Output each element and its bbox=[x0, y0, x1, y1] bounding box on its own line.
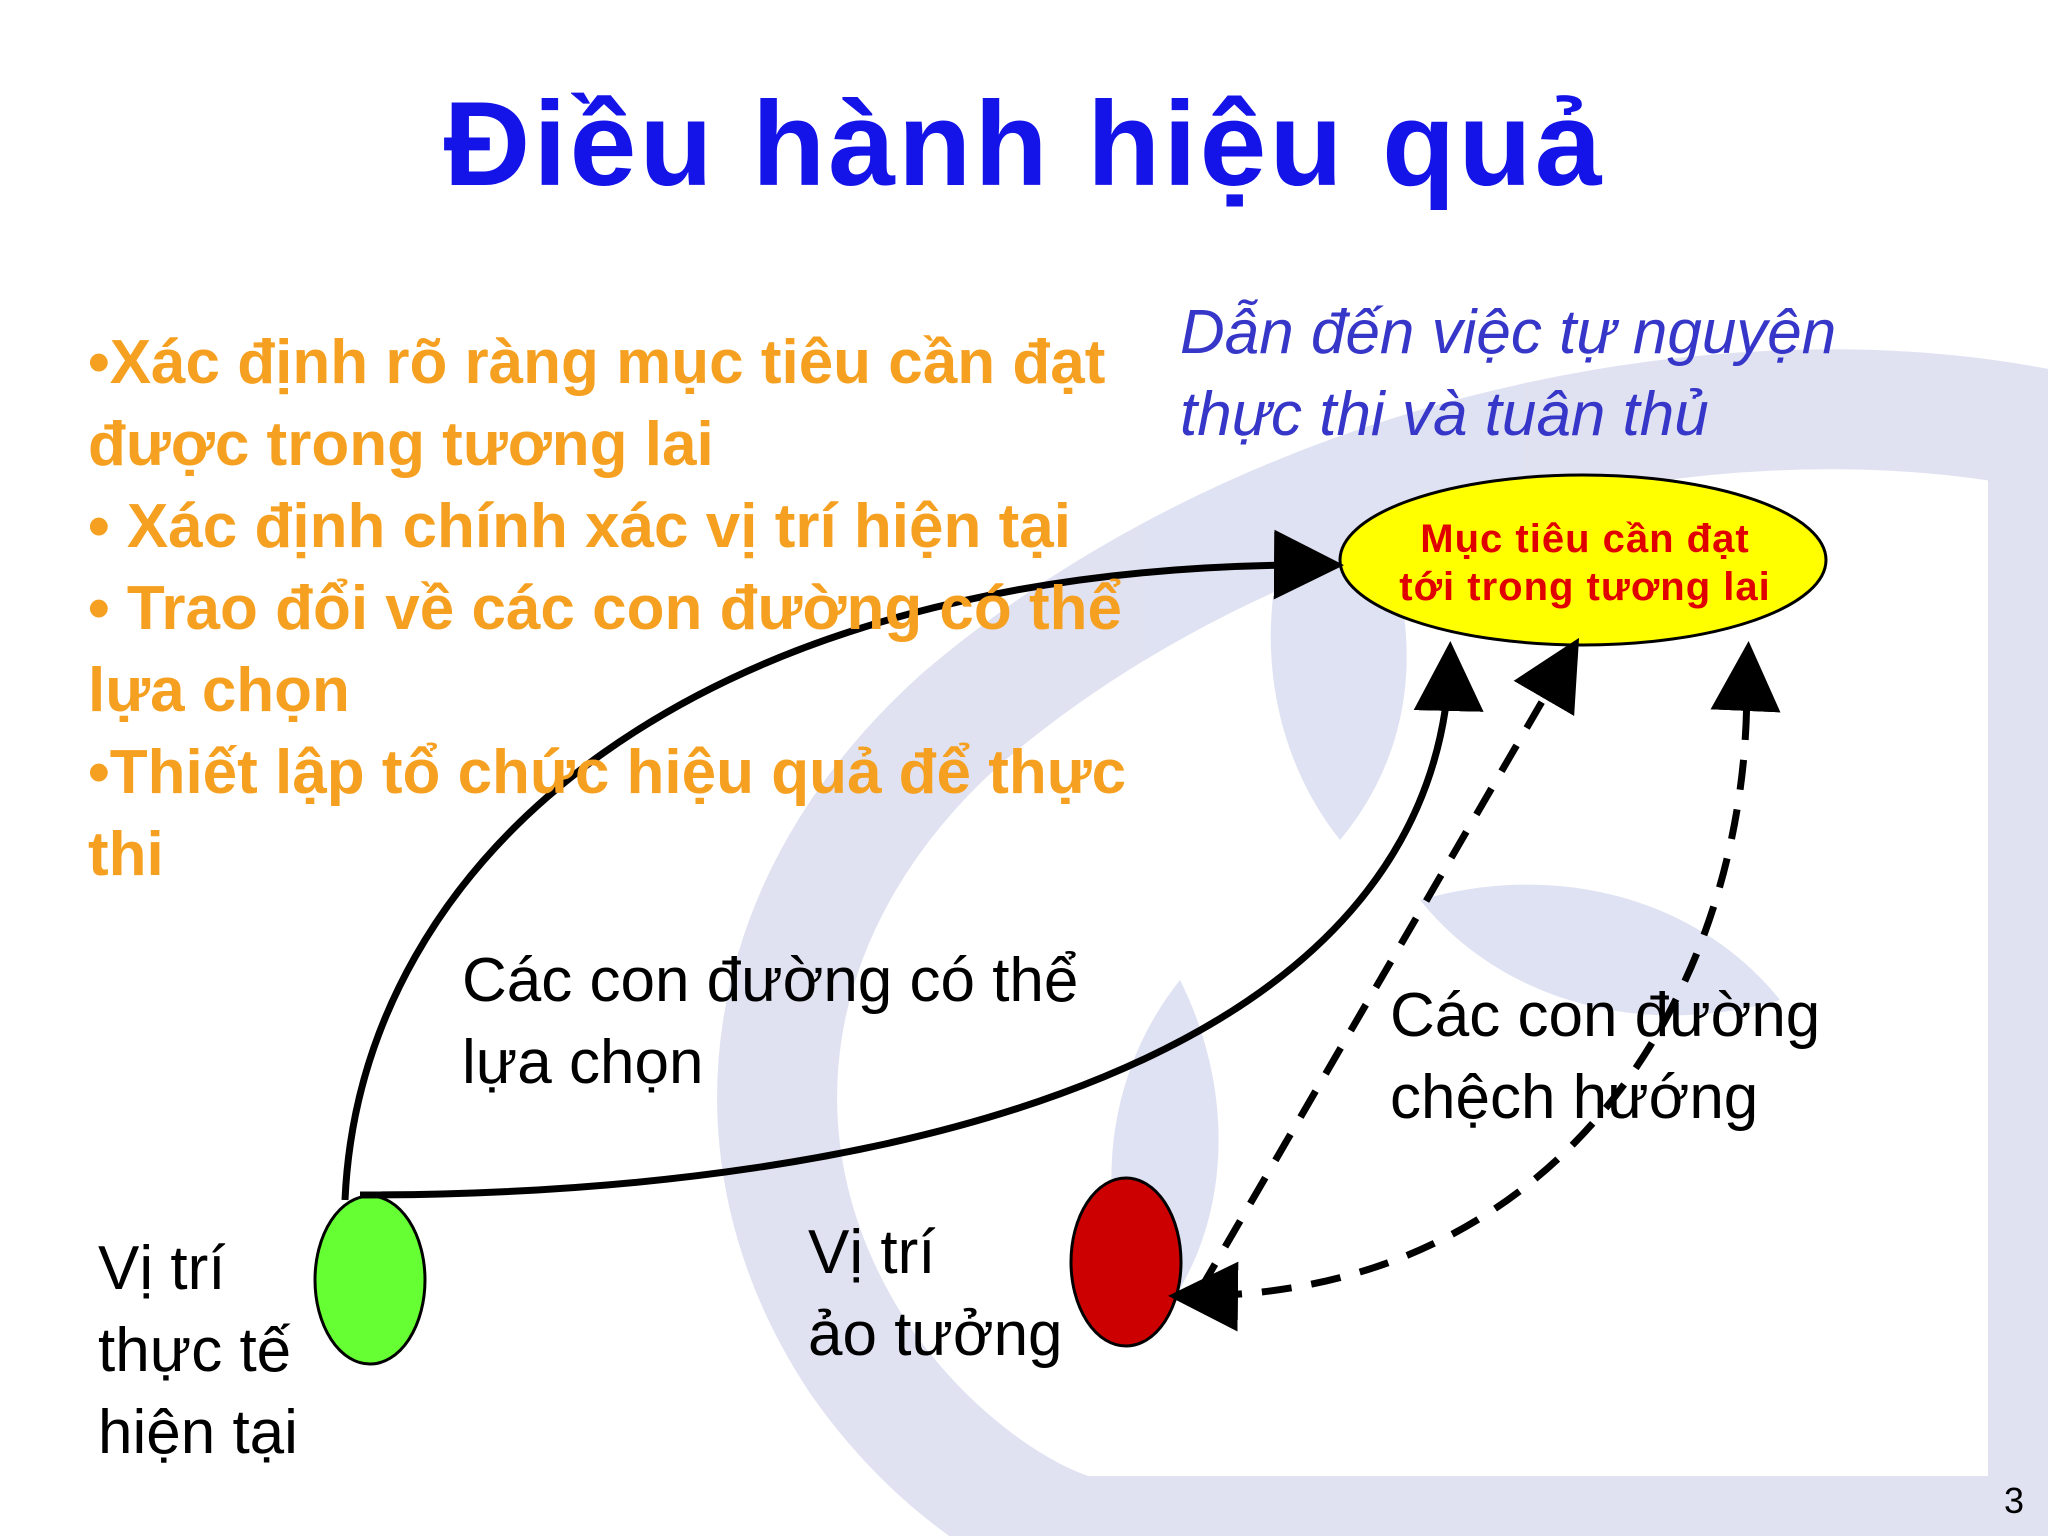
current-position-label: Vị trí thực tế hiện tại bbox=[98, 1228, 418, 1474]
current-position-label-line: thực tế bbox=[98, 1316, 292, 1385]
outcome-note: Dẫn đến việc tự nguyện thực thi và tuân … bbox=[1180, 292, 2040, 456]
bullet-list: •Xác định rõ ràng mục tiêu cần đạt được … bbox=[88, 322, 1148, 896]
path-arrow-upper bbox=[341, 529, 1344, 1201]
current-position-label-line: Vị trí bbox=[98, 1234, 226, 1303]
deviate-label-line: chệch hướng bbox=[1390, 1063, 1759, 1132]
deviate-arrow-up bbox=[1196, 637, 1580, 1292]
current-position-label-line: hiện tại bbox=[98, 1398, 298, 1467]
deviate-label-line: Các con đường bbox=[1390, 981, 1821, 1050]
goal-label-line: tới trong tương lai bbox=[1399, 565, 1771, 609]
path-arrow-lower bbox=[359, 641, 1484, 1199]
illusion-position-label-line: ảo tưởng bbox=[808, 1300, 1063, 1369]
page-number: 3 bbox=[2003, 1480, 2024, 1521]
bullet-item: • Xác định chính xác vị trí hiện tại bbox=[88, 492, 1071, 561]
goal-label: Mục tiêu cần đạt tới trong tương lai bbox=[1345, 515, 1825, 611]
outcome-note-line: thực thi và tuân thủ bbox=[1180, 380, 1709, 449]
outcome-note-line: Dẫn đến việc tự nguyện bbox=[1180, 298, 1837, 367]
watermark-ring bbox=[717, 349, 2048, 1536]
watermark-leaf-2 bbox=[1420, 884, 1780, 1016]
slide-title: Điều hành hiệu quả bbox=[443, 77, 1605, 211]
deviate-arrow-down bbox=[1168, 659, 1751, 1332]
deviate-arrow-tip-up bbox=[1710, 641, 1781, 713]
paths-label-line: lựa chọn bbox=[462, 1028, 704, 1097]
paths-label: Các con đường có thể lựa chọn bbox=[462, 940, 1162, 1104]
watermark-logo bbox=[717, 349, 2048, 1536]
deviate-label: Các con đường chệch hướng bbox=[1390, 975, 1950, 1139]
illusion-position-label-line: Vị trí bbox=[808, 1218, 936, 1287]
bullet-item: •Thiết lập tổ chức hiệu quả để thực thi bbox=[88, 738, 1127, 889]
paths-label-line: Các con đường có thể bbox=[462, 946, 1079, 1015]
goal-label-line: Mục tiêu cần đạt bbox=[1420, 517, 1750, 561]
bullet-item: •Xác định rõ ràng mục tiêu cần đạt được … bbox=[88, 328, 1106, 479]
bullet-item: • Trao đổi về các con đường có thể lựa c… bbox=[88, 574, 1122, 725]
illusion-position-label: Vị trí ảo tưởng bbox=[808, 1212, 1108, 1376]
